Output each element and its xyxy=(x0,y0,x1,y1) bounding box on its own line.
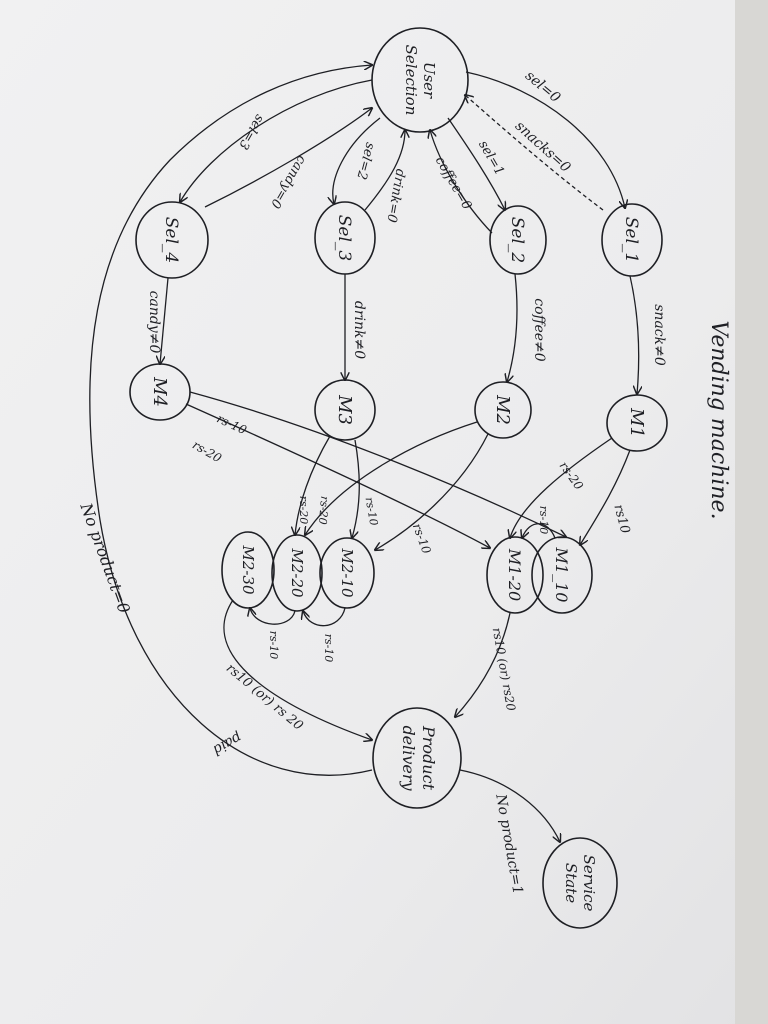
label-m1-to-m1-10: rs10 xyxy=(610,503,632,535)
state-label-m1: M1 xyxy=(626,407,647,438)
edge-sel4-to-us xyxy=(204,108,372,208)
edge-m4-to-m1-10 xyxy=(189,391,566,537)
edge-sel1-to-us xyxy=(465,95,604,211)
state-sel-2 xyxy=(489,205,547,275)
edge-sel2-to-m2 xyxy=(507,273,518,382)
edge-pd-to-us xyxy=(89,65,372,776)
state-sel-1 xyxy=(601,203,663,277)
edge-m2-to-m2-10 xyxy=(375,433,489,550)
label-sel3-to-m3: drink≠0 xyxy=(351,301,367,359)
state-label-user-selection-1: User xyxy=(420,62,438,99)
edge-sel2-to-us xyxy=(430,130,493,234)
state-product-delivery xyxy=(372,707,462,809)
label-m3-to-m2-20: rs-20 xyxy=(297,496,310,525)
state-label-sel-1: Sel_1 xyxy=(621,217,641,263)
edge-m1-to-m1-10 xyxy=(580,449,631,545)
state-label-m2-30: M2-30 xyxy=(239,544,257,595)
edge-us-to-sel3 xyxy=(333,117,381,204)
edge-us-to-sel2 xyxy=(447,117,505,210)
state-label-m1-10: M1_10 xyxy=(552,547,571,603)
state-label-m4: M4 xyxy=(149,376,170,407)
edge-us-to-sel1 xyxy=(465,71,625,208)
state-label-m1-20: M1-20 xyxy=(505,548,524,601)
state-label-user-selection-2: Selection xyxy=(402,45,420,116)
state-label-sel-4: Sel_4 xyxy=(161,217,181,263)
edge-sel3-to-us xyxy=(364,130,405,211)
label-m3-to-m2-10: rs-10 xyxy=(363,496,381,526)
diagram-title: Vending machine. xyxy=(706,320,731,519)
state-label-m3: M3 xyxy=(334,394,355,425)
state-sel-4 xyxy=(135,201,209,279)
label-m1-10-to-m1-20: rs-10 xyxy=(537,506,550,535)
state-label-service-state-1: Service xyxy=(580,855,598,912)
table-edge xyxy=(735,0,768,1024)
label-m2-to-m2-20: rs-20 xyxy=(316,495,331,525)
state-label-m2-20: M2-20 xyxy=(288,547,306,598)
state-label-service-state-2: State xyxy=(562,863,580,903)
edge-m2-to-m2-20 xyxy=(305,421,478,535)
edge-pd-to-service xyxy=(459,769,560,842)
edge-sel4-to-m4 xyxy=(160,277,169,364)
label-m2-20-to-m2-30: rs-10 xyxy=(267,631,280,660)
edge-m3-to-m2-20 xyxy=(295,435,331,535)
label-sel1-to-m1: snack≠0 xyxy=(651,304,667,366)
edge-m3-to-m2-10 xyxy=(352,439,360,538)
edge-m2-10-to-m2-20 xyxy=(303,607,346,627)
edge-sel1-to-m1 xyxy=(629,275,639,394)
state-label-sel-2: Sel_2 xyxy=(507,217,527,263)
label-sel4-to-m4: candy≠0 xyxy=(146,291,162,354)
edge-m1-to-product-delivery xyxy=(455,612,511,717)
label-m2-10-to-m2-20: rs-10 xyxy=(322,634,335,663)
state-label-m2-10: M2-10 xyxy=(338,547,356,598)
state-label-m2: M2 xyxy=(492,394,513,425)
state-m2 xyxy=(474,381,532,439)
state-label-product-delivery-1: Product xyxy=(419,725,438,791)
label-sel2-to-m2: coffee≠0 xyxy=(531,298,547,361)
edge-m4-to-m1-20 xyxy=(185,403,490,548)
edge-m2-to-product-delivery xyxy=(223,599,372,740)
state-service-state xyxy=(542,837,618,929)
state-m2-10 xyxy=(319,537,375,609)
state-label-sel-3: Sel_3 xyxy=(334,215,354,261)
edge-m1-to-m1-20 xyxy=(510,437,613,538)
edge-m2-20-to-m2-30 xyxy=(250,608,296,625)
state-label-product-delivery-2: delivery xyxy=(399,725,418,791)
edge-us-to-sel4 xyxy=(180,79,373,202)
